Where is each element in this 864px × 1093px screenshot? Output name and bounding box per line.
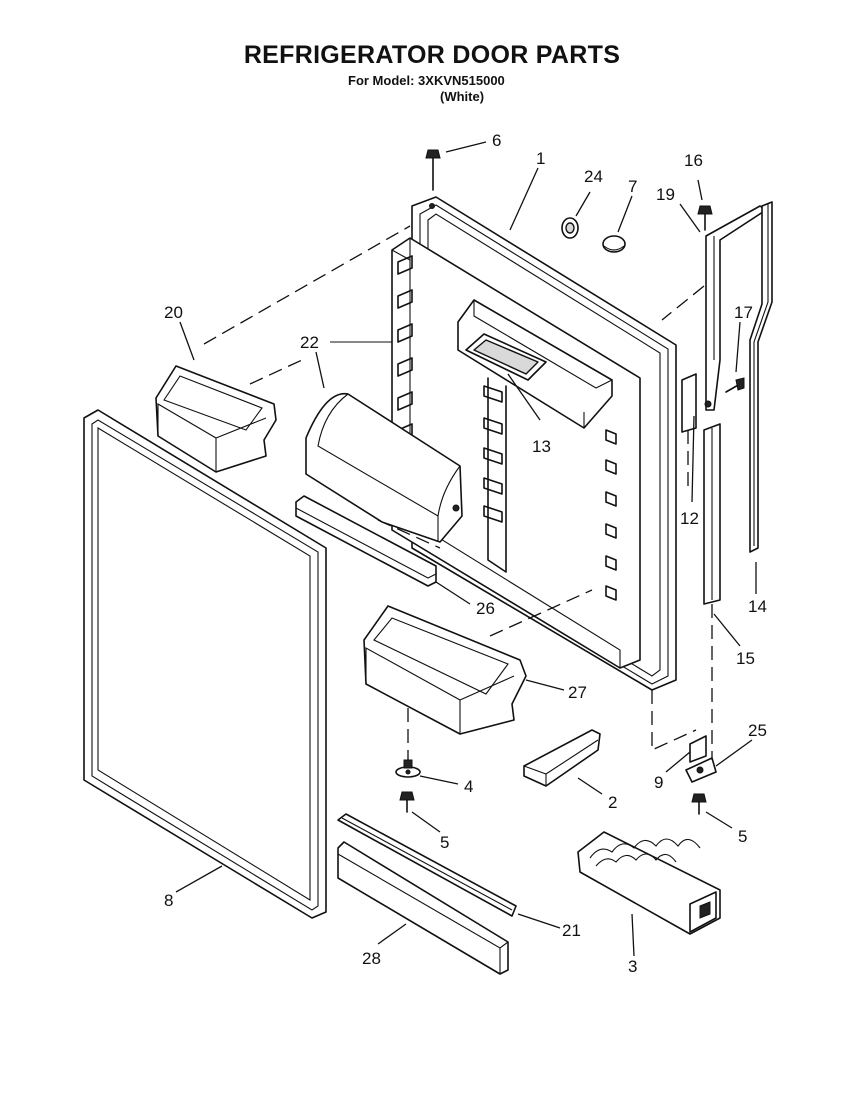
callout-2: 2 — [608, 793, 617, 812]
part-kick-plate — [337, 841, 509, 975]
part-screw-16 — [697, 205, 713, 231]
part-plug-24 — [561, 217, 579, 239]
callout-12: 12 — [680, 509, 699, 528]
part-deflector-cover — [305, 392, 463, 543]
callout-20: 20 — [164, 303, 183, 322]
part-door-bin-lower — [363, 605, 527, 735]
callout-27: 27 — [568, 683, 587, 702]
part-door-gasket — [83, 409, 327, 919]
part-dispenser-tray — [465, 333, 547, 381]
callout-24: 24 — [584, 167, 603, 186]
model-line: For Model: 3XKVN515000 — [348, 73, 505, 88]
callout-16: 16 — [684, 151, 703, 170]
part-hinge-pin-4 — [395, 759, 421, 778]
callout-labels: 6 1 24 7 16 19 17 20 22 13 12 14 26 15 2… — [164, 131, 767, 976]
callout-25: 25 — [748, 721, 767, 740]
callout-15: 15 — [736, 649, 755, 668]
callout-8: 8 — [164, 891, 173, 910]
part-egg-bin — [577, 831, 721, 935]
callout-5-right: 5 — [738, 827, 747, 846]
callout-3: 3 — [628, 957, 637, 976]
liner-left-ribs — [397, 255, 413, 443]
leader-arrows — [175, 141, 757, 957]
color-line: (White) — [440, 89, 485, 104]
callout-6: 6 — [492, 131, 501, 150]
callout-5-center: 5 — [440, 833, 449, 852]
part-handle-trim — [523, 729, 601, 787]
callout-14: 14 — [748, 597, 767, 616]
callout-4: 4 — [464, 777, 473, 796]
part-screw-top — [425, 149, 441, 191]
callout-17: 17 — [734, 303, 753, 322]
part-gasket-strip — [337, 813, 517, 917]
callout-22: 22 — [300, 333, 319, 352]
diagram-header: REFRIGERATOR DOOR PARTS — [0, 40, 864, 70]
assembly-lines — [203, 225, 713, 764]
part-bottom-hinge — [685, 735, 717, 783]
part-screw-5-center — [399, 791, 415, 813]
callout-28: 28 — [362, 949, 381, 968]
part-door-liner — [391, 196, 677, 691]
liner-center-ribs — [483, 377, 507, 573]
diagram-title: REFRIGERATOR DOOR PARTS — [243, 41, 621, 69]
callout-1: 1 — [536, 149, 545, 168]
callout-13: 13 — [532, 437, 551, 456]
part-cap-7 — [602, 235, 626, 253]
part-door-bin-upper — [155, 365, 277, 473]
callout-21: 21 — [562, 921, 581, 940]
part-screw-5-right — [691, 793, 707, 815]
part-trim-strip-14 — [749, 201, 773, 553]
callout-26: 26 — [476, 599, 495, 618]
part-screw-17 — [725, 377, 745, 393]
callout-7: 7 — [628, 177, 637, 196]
callout-19: 19 — [656, 185, 675, 204]
callout-9: 9 — [654, 773, 663, 792]
